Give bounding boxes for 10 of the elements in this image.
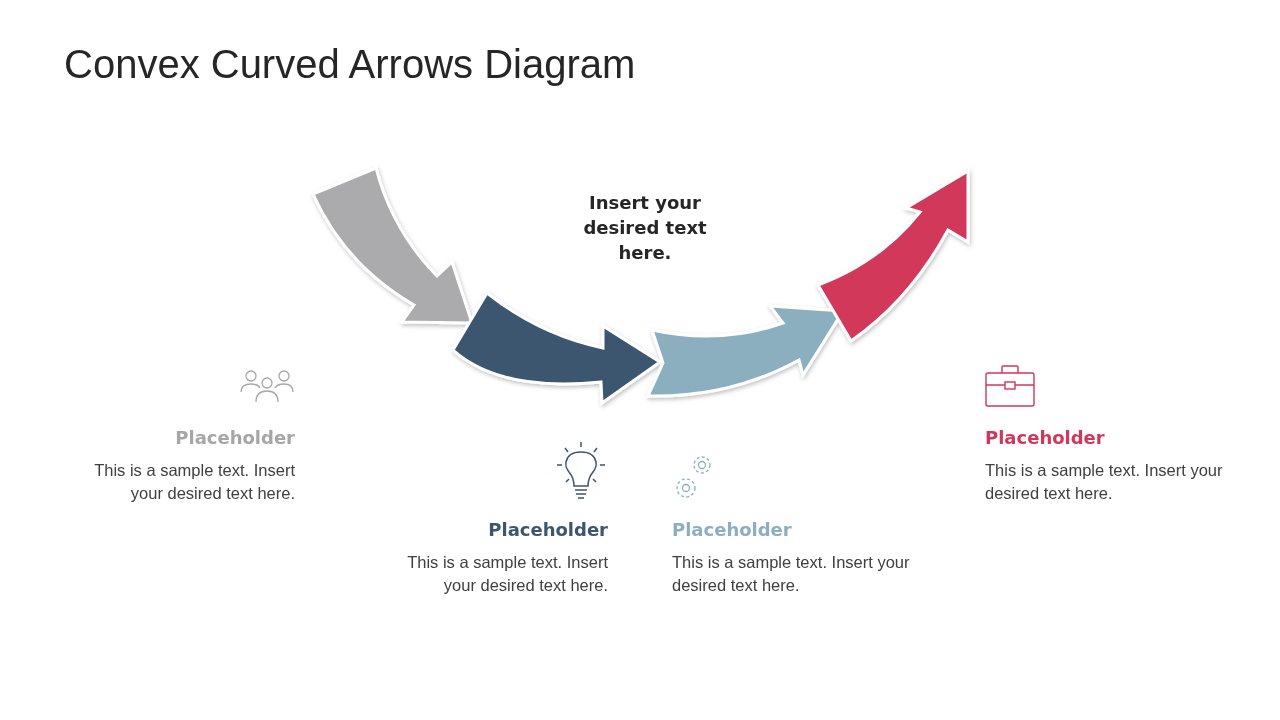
- heading-text: Placeholder: [672, 518, 793, 541]
- description-text: This is a sample text. Insert your desired text here.: [93, 460, 295, 504]
- description-text: This is a sample text. Insert your desired text here.: [672, 552, 911, 596]
- heading-text: Placeholder: [487, 518, 608, 541]
- center-note: Insert your desired text here.: [582, 191, 708, 265]
- description-text: This is a sample text. Insert your desired text here.: [406, 552, 608, 596]
- description-text: This is a sample text. Insert your desired text here.: [985, 460, 1224, 504]
- heading-text: Placeholder: [985, 426, 1106, 449]
- heading-text: Placeholder: [174, 426, 295, 449]
- slide-title: Convex Curved Arrows Diagram: [64, 42, 636, 87]
